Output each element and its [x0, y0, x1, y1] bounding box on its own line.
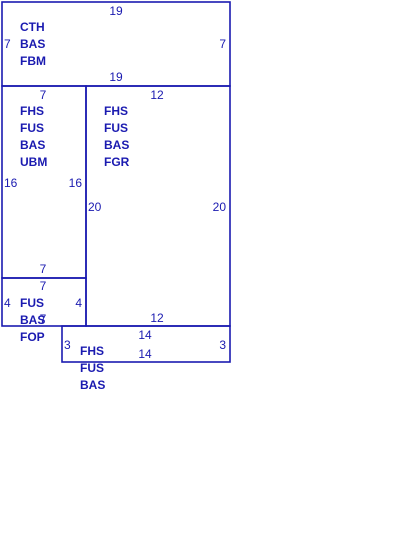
left-lower-code-1: FUS — [20, 296, 44, 310]
right-code-2: FUS — [104, 121, 128, 135]
bottom-dim-left: 3 — [64, 338, 71, 352]
top-dim-left: 7 — [4, 37, 11, 51]
top-dim-top: 19 — [109, 4, 123, 18]
left-upper-dim-left: 16 — [4, 176, 18, 190]
right-dim-top: 12 — [150, 88, 164, 102]
left-lower-dim-bottom: 7 — [40, 312, 47, 326]
right-dim-bottom: 12 — [150, 311, 164, 325]
left-upper-dim-right: 16 — [69, 176, 83, 190]
right-code-4: FGR — [104, 155, 130, 169]
bottom-code-1: FHS — [80, 344, 104, 358]
left-upper-dim-top: 7 — [40, 88, 47, 102]
right-code-3: BAS — [104, 138, 129, 152]
bottom-dim-right: 3 — [219, 338, 226, 352]
left-upper-code-4: UBM — [20, 155, 47, 169]
left-lower-dim-right: 4 — [75, 296, 82, 310]
left-lower-code-3: FOP — [20, 330, 45, 344]
left-lower-code-2: BAS — [20, 313, 45, 327]
left-upper-code-1: FHS — [20, 104, 44, 118]
right-code-1: FHS — [104, 104, 128, 118]
area-left-lower-outline — [1, 277, 87, 327]
bottom-dim-top: 14 — [138, 328, 152, 342]
left-lower-dim-top: 7 — [40, 279, 47, 293]
top-code-3: FBM — [20, 54, 46, 68]
left-upper-code-3: BAS — [20, 138, 45, 152]
bottom-code-2: FUS — [80, 361, 104, 375]
top-code-2: BAS — [20, 37, 45, 51]
area-bottom-outline — [61, 325, 231, 363]
left-lower-dim-left: 4 — [4, 296, 11, 310]
top-dim-right: 7 — [219, 37, 226, 51]
right-dim-left: 20 — [88, 200, 102, 214]
left-upper-code-2: FUS — [20, 121, 44, 135]
bottom-dim-bottom: 14 — [138, 347, 152, 361]
right-dim-right: 20 — [213, 200, 227, 214]
top-dim-bottom: 19 — [109, 70, 123, 84]
top-code-1: CTH — [20, 20, 45, 34]
left-upper-dim-bottom: 7 — [40, 262, 47, 276]
bottom-code-3: BAS — [80, 378, 105, 392]
